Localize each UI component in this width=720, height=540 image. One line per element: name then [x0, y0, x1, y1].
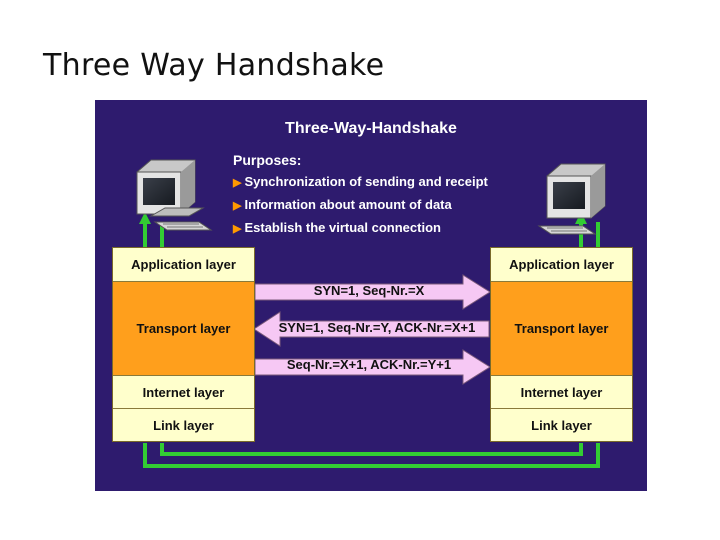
arrow-syn-ack [253, 311, 490, 347]
purpose-text: Establish the virtual connection [244, 220, 441, 235]
right-protocol-stack: Application layer Transport layer Intern… [490, 247, 633, 442]
right-application-layer: Application layer [491, 248, 632, 282]
purposes-block: Purposes: ▶Synchronization of sending an… [233, 152, 488, 240]
computer-left-icon [136, 159, 213, 231]
link-connector [143, 443, 600, 468]
left-link-layer: Link layer [113, 409, 254, 441]
arrow-syn [254, 274, 491, 310]
message-syn-label: SYN=1, Seq-Nr.=X [313, 283, 425, 298]
left-application-layer: Application layer [113, 248, 254, 282]
right-transport-layer: Transport layer [491, 282, 632, 376]
right-link-layer: Link layer [491, 409, 632, 441]
left-internet-layer: Internet layer [113, 376, 254, 409]
handshake-diagram: Three-Way-Handshake Purposes: ▶Synchroni… [95, 100, 647, 491]
right-internet-layer: Internet layer [491, 376, 632, 409]
triangle-bullet-icon: ▶ [233, 200, 242, 212]
purpose-item: ▶Establish the virtual connection [233, 217, 488, 240]
purpose-text: Synchronization of sending and receipt [244, 174, 488, 189]
computer-right-icon [537, 163, 606, 235]
slide-title: Three Way Handshake [43, 48, 385, 83]
purpose-text: Information about amount of data [244, 197, 452, 212]
message-syn-ack-label: SYN=1, Seq-Nr.=Y, ACK-Nr.=X+1 [278, 320, 476, 335]
purpose-item: ▶Synchronization of sending and receipt [233, 171, 488, 194]
diagram-graphics [136, 159, 606, 468]
diagram-title: Three-Way-Handshake [285, 120, 457, 137]
arrow-ack [254, 349, 491, 385]
message-ack-label: Seq-Nr.=X+1, ACK-Nr.=Y+1 [286, 357, 452, 372]
purpose-item: ▶Information about amount of data [233, 194, 488, 217]
left-protocol-stack: Application layer Transport layer Intern… [112, 247, 255, 442]
triangle-bullet-icon: ▶ [233, 223, 242, 235]
purposes-heading: Purposes: [233, 152, 302, 168]
triangle-bullet-icon: ▶ [233, 177, 242, 189]
left-transport-layer: Transport layer [113, 282, 254, 376]
